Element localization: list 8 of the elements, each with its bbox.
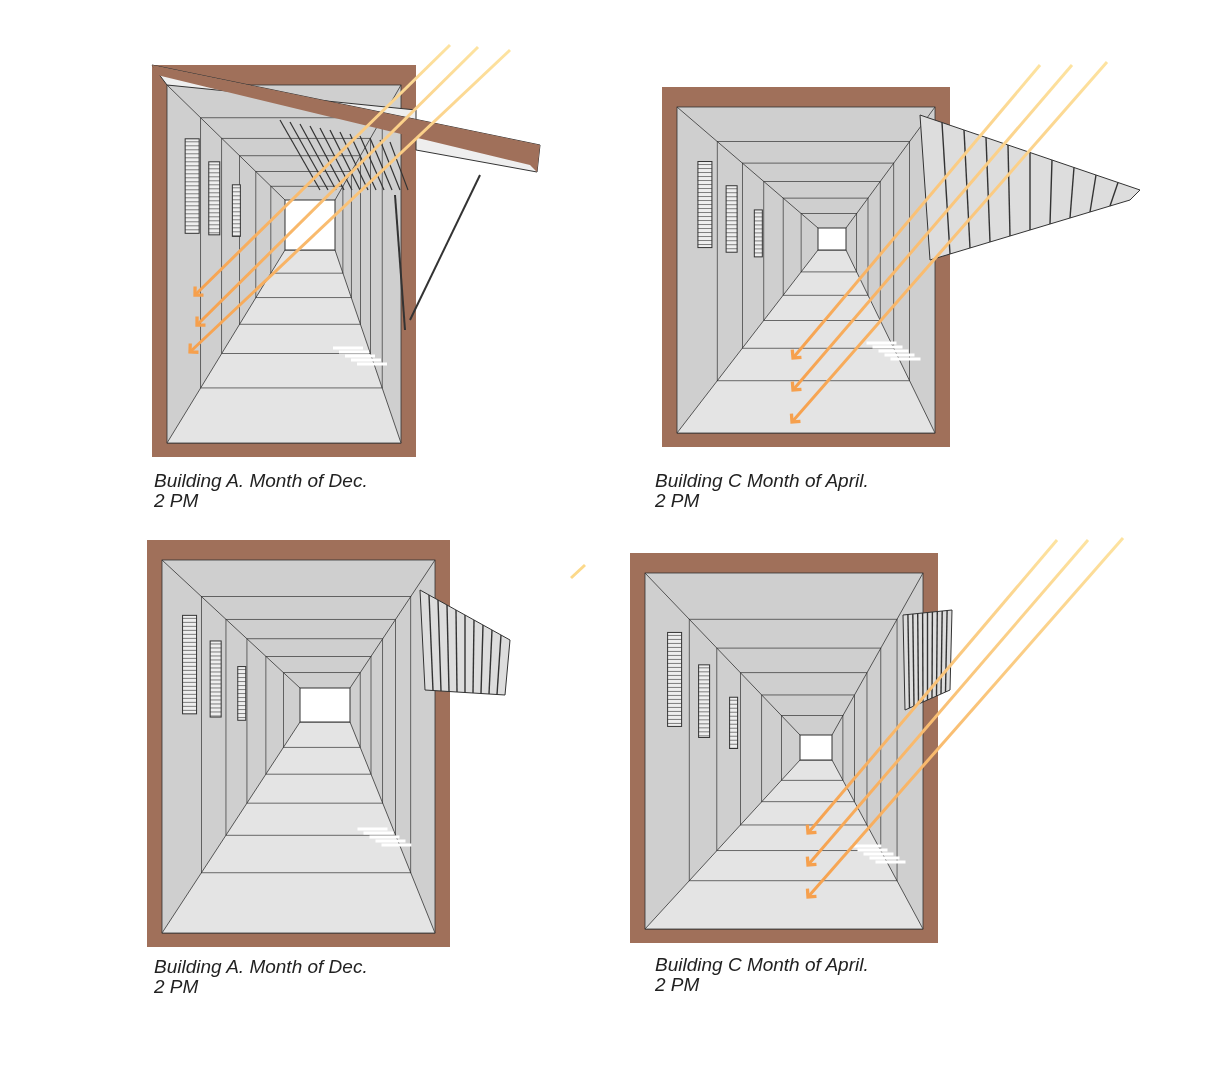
caption-text: 2 PM <box>655 975 700 995</box>
caption-text: Building C Month of April. <box>655 471 869 491</box>
caption-text: 2 PM <box>154 491 199 511</box>
caption-text: 2 PM <box>154 977 199 997</box>
caption-text: Building A. Month of Dec. <box>154 957 368 977</box>
caption-text: 2 PM <box>655 491 700 511</box>
caption-text: Building C Month of April. <box>655 955 869 975</box>
caption-text: Building A. Month of Dec. <box>154 471 368 491</box>
